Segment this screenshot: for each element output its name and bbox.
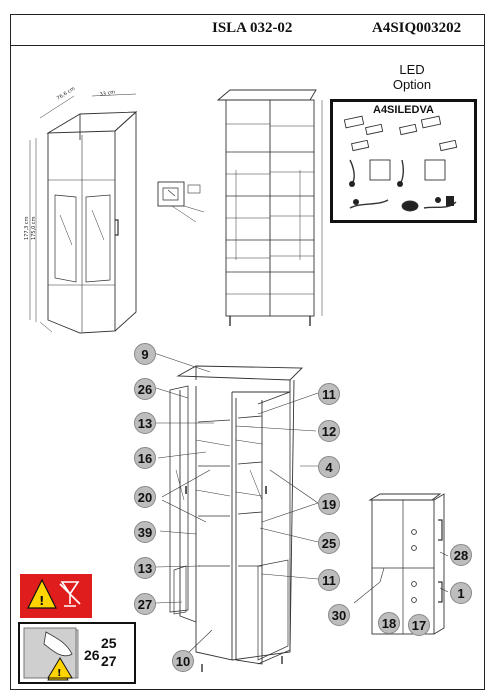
no-glass-icon (59, 581, 81, 607)
care-instructions-box (18, 622, 136, 684)
callout-4: 4 (318, 456, 340, 478)
callout-13a: 13 (134, 412, 156, 434)
cabinet-isometric (29, 93, 138, 334)
callout-9: 9 (134, 343, 156, 365)
dim-depth: 33 cm (99, 89, 116, 98)
callout-28: 28 (450, 544, 472, 566)
led-option-title: LED Option (390, 62, 434, 92)
callout-11b: 11 (318, 569, 340, 591)
led-kit-box (330, 99, 477, 223)
callout-11a: 11 (318, 383, 340, 405)
callout-26: 26 (134, 378, 156, 400)
cabinet-small (353, 493, 449, 635)
care-label-c: 27 (101, 653, 117, 669)
hinge-detail (157, 181, 205, 223)
callout-1: 1 (450, 582, 472, 604)
callout-25: 25 (318, 532, 340, 554)
warning-panel (20, 574, 92, 618)
cabinet-exploded (153, 352, 319, 672)
caution-icon (47, 657, 73, 679)
callout-27: 27 (134, 593, 156, 615)
led-kit-code: A4SILEDVA (373, 104, 434, 116)
product-code: A4SIQ003202 (372, 20, 462, 36)
svg-text:!: ! (39, 594, 44, 608)
dim-height-outer: 177,3 cm (24, 216, 30, 240)
header-bar (10, 14, 485, 46)
callout-39: 39 (134, 521, 156, 543)
callout-12: 12 (318, 420, 340, 442)
warning-icon (27, 578, 57, 609)
model-name: ISLA 032-02 (212, 20, 293, 36)
callout-17: 17 (408, 614, 430, 636)
care-label-a: 26 (84, 647, 100, 663)
callout-20: 20 (134, 486, 156, 508)
callout-10: 10 (172, 650, 194, 672)
svg-text:!: ! (57, 668, 62, 679)
callout-18: 18 (378, 612, 400, 634)
led-title-line1: LED (399, 62, 425, 77)
callout-16: 16 (134, 447, 156, 469)
callout-13b: 13 (134, 557, 156, 579)
callout-19: 19 (318, 493, 340, 515)
page-frame (10, 14, 485, 690)
hand-icon (43, 631, 73, 657)
led-title-line2: Option (392, 77, 432, 92)
care-label-b: 25 (101, 635, 117, 651)
callout-30: 30 (328, 604, 350, 626)
cabinet-load-diagram (216, 89, 323, 326)
dim-height-inner: 175,0 cm (31, 216, 37, 240)
